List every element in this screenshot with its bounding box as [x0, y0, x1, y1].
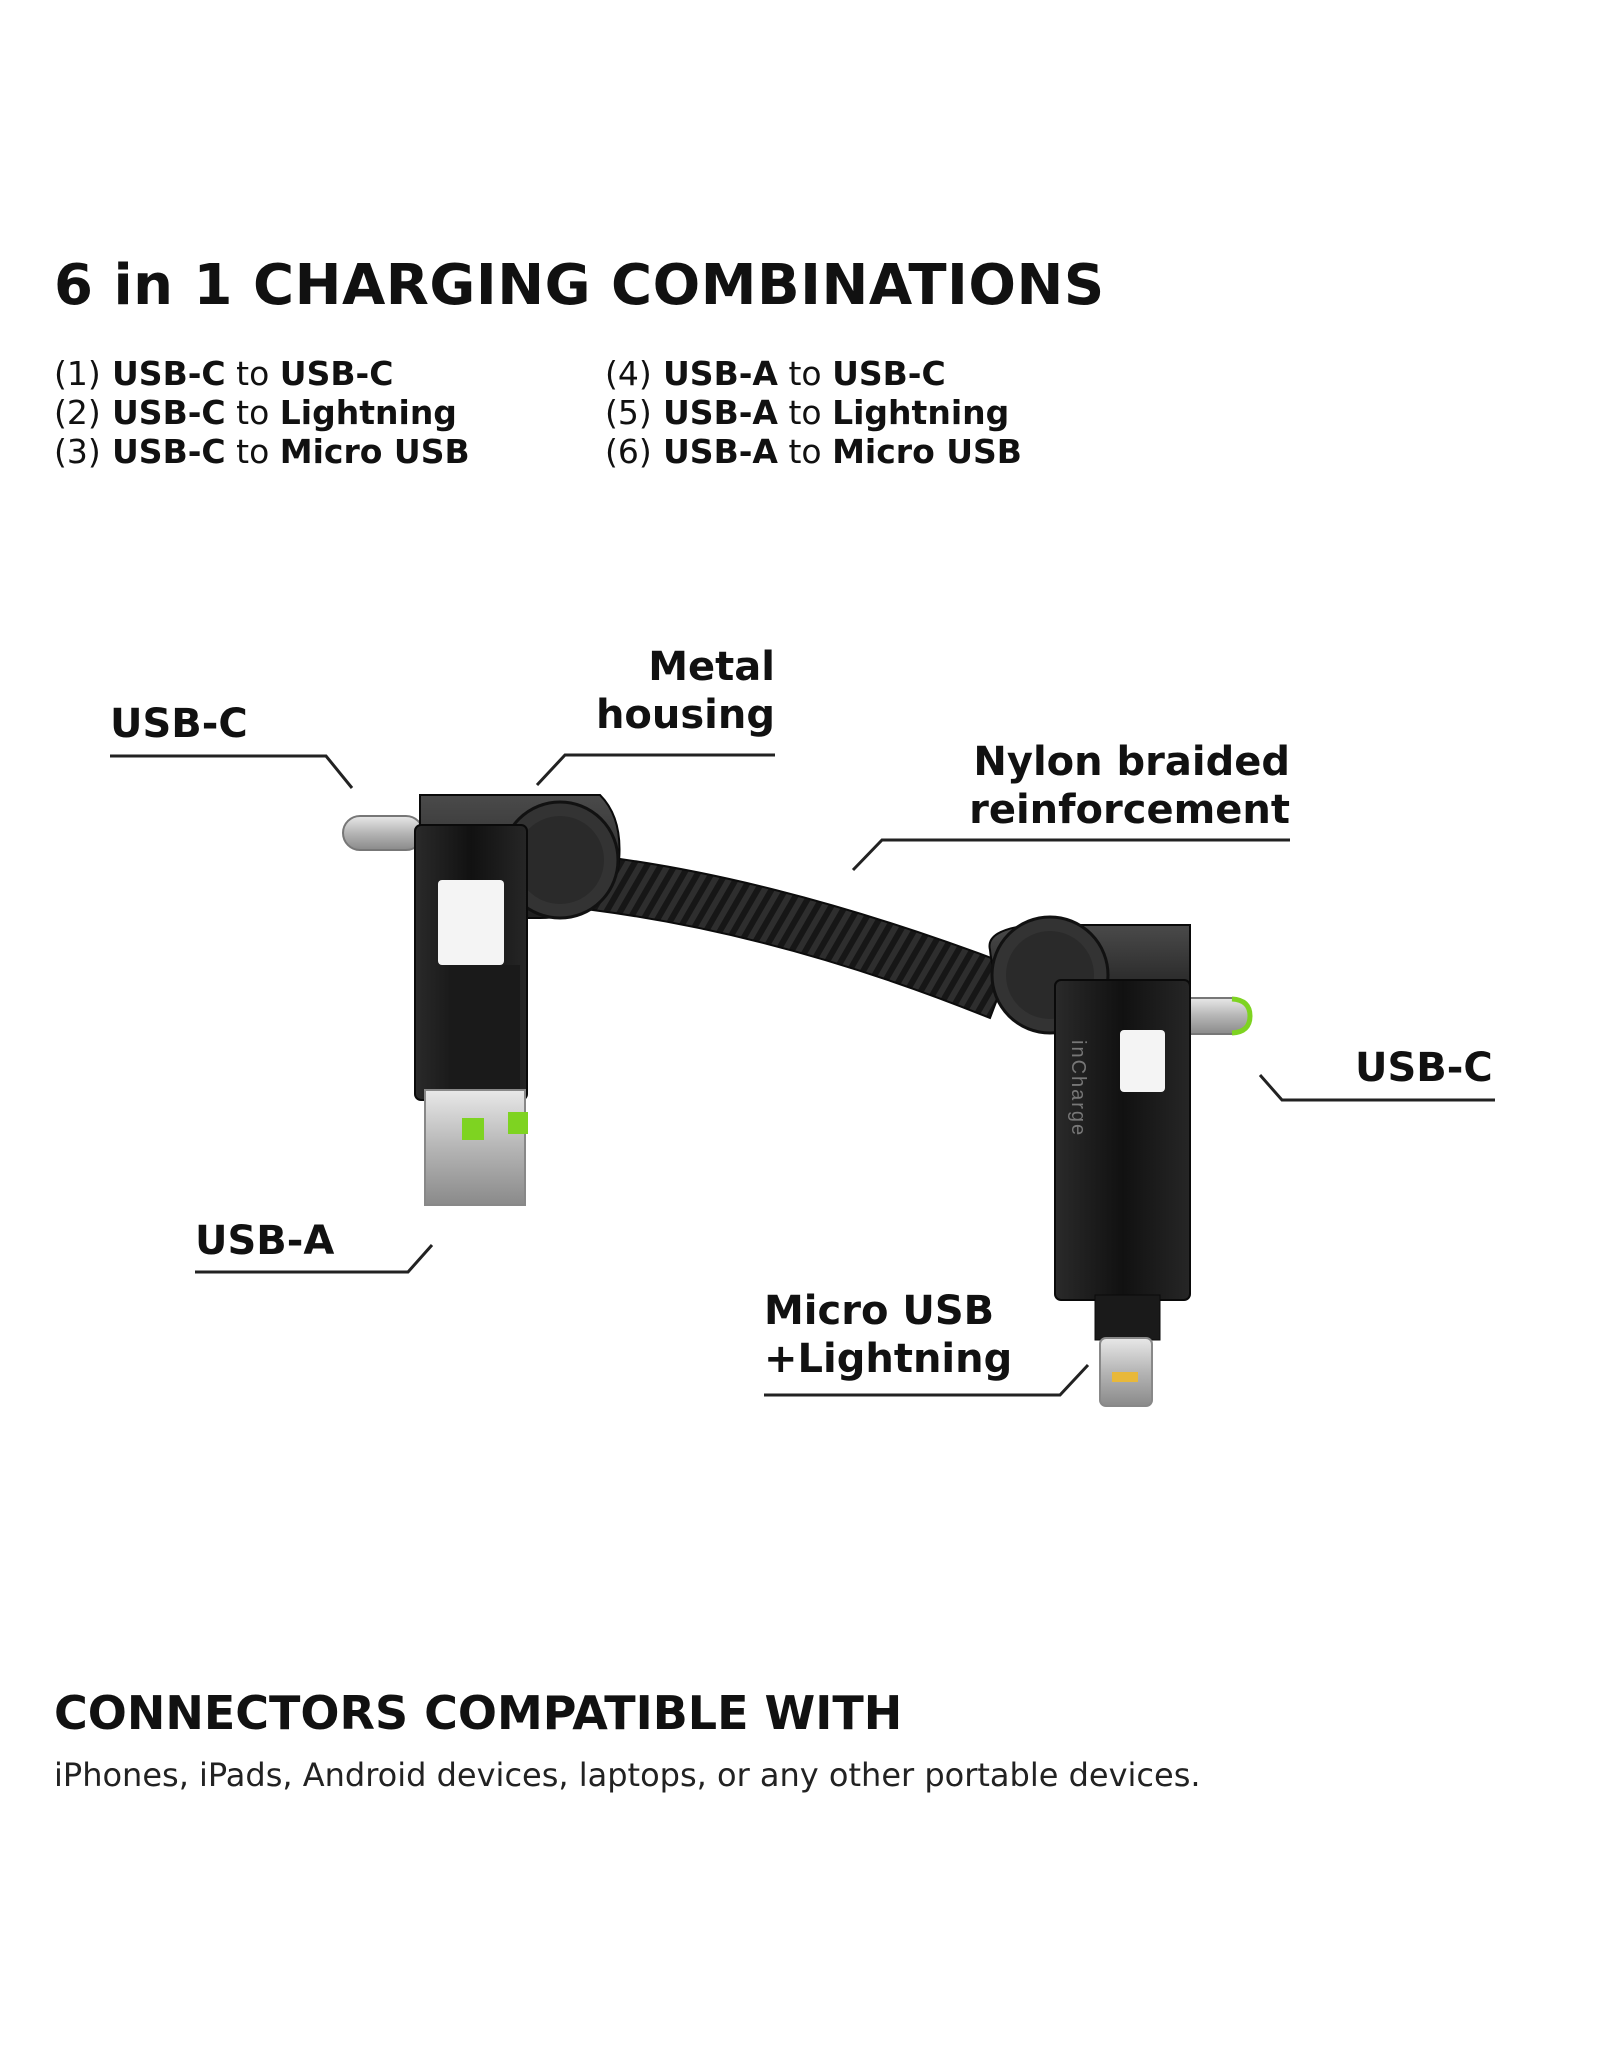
compatible-text: iPhones, iPads, Android devices, laptops… [54, 1756, 1201, 1794]
combo-to: Micro USB [832, 432, 1022, 471]
combo-sep: to [788, 432, 822, 471]
label-usb-c-left: USB-C [110, 701, 248, 747]
callout-lines [110, 753, 1495, 1397]
combo-to: Micro USB [279, 432, 470, 471]
label-micro-line1: Micro USB [764, 1288, 995, 1334]
combo-number: (6) [605, 432, 652, 471]
brand-text: inCharge [1067, 1040, 1089, 1137]
combo-sep: to [236, 354, 270, 393]
combo-to: USB-C [832, 354, 946, 393]
label-micro-line2: +Lightning [764, 1336, 1013, 1382]
usb-c-plug-left [342, 815, 424, 851]
combo-from: USB-A [663, 354, 778, 393]
combo-number: (1) [54, 354, 101, 393]
combo-sep: to [788, 393, 822, 432]
combo-sep: to [788, 354, 822, 393]
label-metal-line1: Metal [648, 644, 775, 690]
combo-sep: to [236, 393, 270, 432]
label-metal-line2: housing [595, 692, 775, 738]
combo-item-6: (6) USB-A to Micro USB [605, 432, 1022, 471]
combo-to: USB-C [279, 354, 394, 393]
combo-item-1: (1) USB-C to USB-C [54, 354, 393, 393]
combo-from: USB-C [112, 393, 226, 432]
compatible-title: CONNECTORS COMPATIBLE WITH [54, 1686, 903, 1740]
label-usb-c-right: USB-C [1355, 1045, 1493, 1091]
right-connector: inCharge [988, 915, 1253, 1407]
left-connector [342, 794, 621, 1206]
combo-to: Lightning [832, 393, 1010, 432]
combo-item-5: (5) USB-A to Lightning [605, 393, 1009, 432]
label-nylon-line1: Nylon braided [973, 739, 1290, 785]
combo-item-2: (2) USB-C to Lightning [54, 393, 457, 432]
braided-cable [546, 850, 1012, 1020]
combo-item-3: (3) USB-C to Micro USB [54, 432, 470, 471]
combo-from: USB-C [112, 432, 226, 471]
combo-to: Lightning [279, 393, 457, 432]
combo-from: USB-A [663, 432, 778, 471]
label-usb-a: USB-A [195, 1218, 335, 1264]
combo-number: (4) [605, 354, 652, 393]
combo-number: (5) [605, 393, 652, 432]
combo-from: USB-C [112, 354, 226, 393]
combo-number: (3) [54, 432, 101, 471]
combo-sep: to [236, 432, 270, 471]
combo-item-4: (4) USB-A to USB-C [605, 354, 946, 393]
combo-number: (2) [54, 393, 101, 432]
usb-a-plug [424, 1089, 526, 1206]
heading: 6 in 1 CHARGING COMBINATIONS [54, 253, 1105, 318]
combo-from: USB-A [663, 393, 778, 432]
label-nylon-line2: reinforcement [969, 787, 1290, 833]
